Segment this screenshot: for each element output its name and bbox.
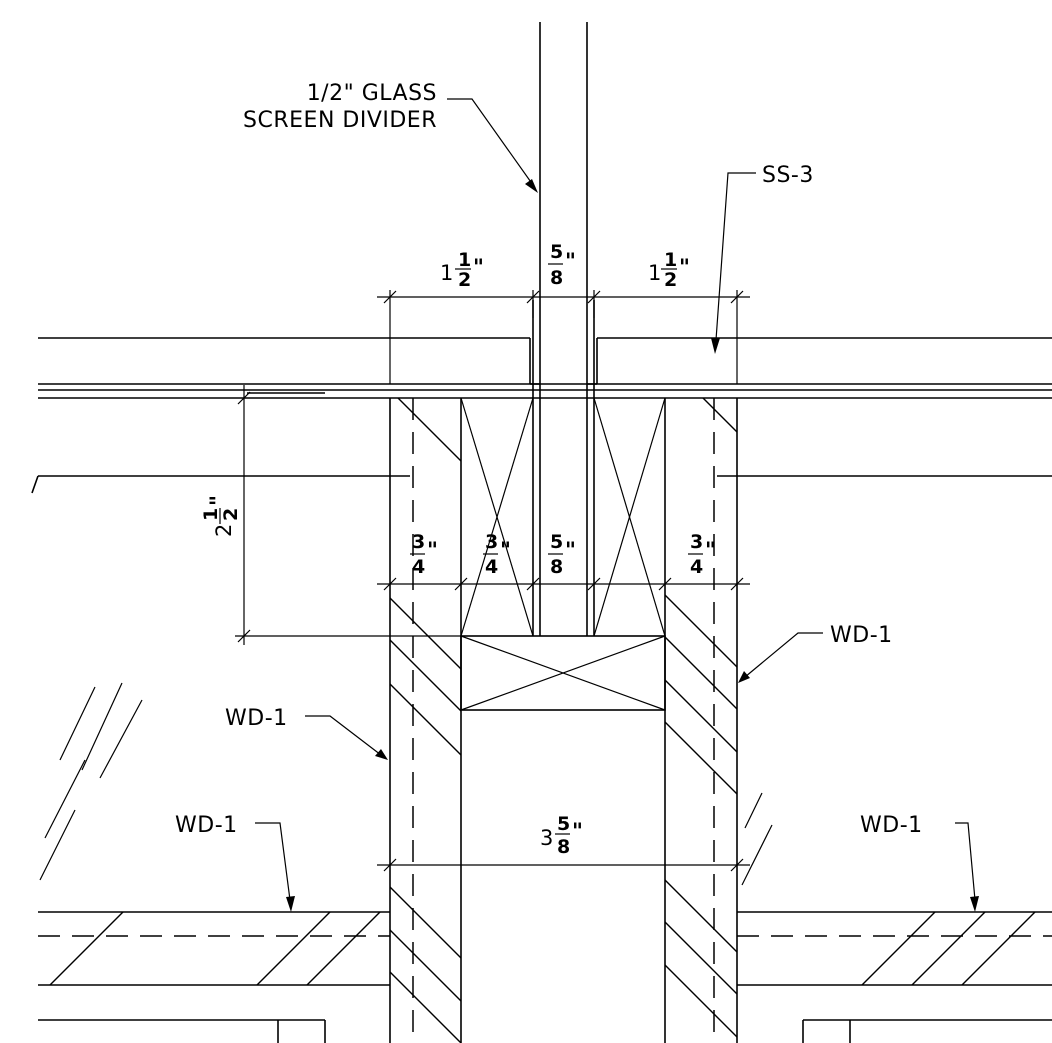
glass-label-line2: SCREEN DIVIDER bbox=[243, 108, 437, 133]
dim-mid-3-den: 8 bbox=[550, 556, 563, 578]
dim-bottom-unit: " bbox=[572, 819, 583, 843]
ss3-top-panel bbox=[38, 337, 1052, 399]
wd1-right-upper-leader bbox=[738, 632, 823, 683]
dim-top-left-whole: 1 bbox=[440, 261, 453, 285]
dim-top-left-den: 2 bbox=[458, 269, 471, 291]
dim-top-left: 1 1 2 " bbox=[440, 249, 484, 291]
dim-top-mid-den: 8 bbox=[550, 267, 563, 289]
dim-vertical-den: 2 bbox=[220, 508, 242, 521]
dim-vertical-unit: " bbox=[206, 495, 230, 506]
dim-top-right-num: 1 bbox=[664, 249, 677, 271]
wd1-left-mid-leader bbox=[305, 715, 388, 760]
dim-mid-2-num: 3 bbox=[485, 531, 498, 553]
middle-dimension-line bbox=[377, 577, 750, 591]
dim-mid-1: 3 4 " bbox=[410, 531, 438, 578]
dim-vertical-num: 1 bbox=[200, 508, 222, 521]
dim-top-right: 1 1 2 " bbox=[648, 249, 690, 291]
vertical-dimension-line bbox=[235, 385, 461, 645]
dim-mid-1-num: 3 bbox=[412, 531, 425, 553]
wd1-left-mid-label: WD-1 bbox=[225, 706, 288, 731]
wd1-right-upper-label: WD-1 bbox=[830, 623, 893, 648]
wd1-right-lower-label: WD-1 bbox=[860, 813, 923, 838]
glass-reflection-marks bbox=[39, 682, 773, 886]
dim-mid-2-den: 4 bbox=[485, 556, 498, 578]
ss3-label: SS-3 bbox=[762, 163, 814, 188]
dim-bottom-den: 8 bbox=[557, 836, 570, 858]
blocking-members bbox=[460, 397, 666, 711]
side-panels bbox=[31, 392, 1052, 494]
dim-mid-3: 5 8 " bbox=[548, 531, 576, 578]
glass-screen-divider bbox=[532, 22, 595, 636]
dim-top-left-num: 1 bbox=[458, 249, 471, 271]
wd1-left-lower-label: WD-1 bbox=[175, 813, 238, 838]
left-bottom-shelf bbox=[38, 911, 390, 1043]
dim-bottom: 3 5 8 " bbox=[540, 813, 583, 858]
dim-top-mid: 5 8 " bbox=[548, 241, 576, 289]
wd1-left-lower-leader bbox=[255, 822, 295, 912]
dim-mid-1-den: 4 bbox=[412, 556, 425, 578]
glass-label-line1: 1/2" GLASS bbox=[307, 81, 437, 106]
dim-vertical-whole: 2 bbox=[212, 524, 236, 537]
dim-mid-2: 3 4 " bbox=[483, 531, 511, 578]
glass-leader bbox=[447, 98, 538, 193]
top-dimension-line bbox=[377, 290, 750, 384]
dim-top-left-unit: " bbox=[473, 255, 484, 279]
ss3-leader bbox=[711, 172, 756, 354]
wd1-right-lower-leader bbox=[955, 822, 979, 912]
right-wd1-board bbox=[664, 397, 738, 1043]
bottom-dimension-line bbox=[377, 858, 750, 872]
dim-top-mid-num: 5 bbox=[550, 241, 563, 263]
dim-top-right-whole: 1 bbox=[648, 261, 661, 285]
dim-mid-4-den: 4 bbox=[690, 556, 703, 578]
dim-top-right-den: 2 bbox=[664, 269, 677, 291]
dim-mid-2-unit: " bbox=[500, 538, 511, 562]
dim-mid-4-unit: " bbox=[705, 538, 716, 562]
dim-mid-4: 3 4 " bbox=[688, 531, 716, 578]
dim-bottom-num: 5 bbox=[557, 813, 570, 835]
dim-top-mid-unit: " bbox=[565, 249, 576, 273]
dim-top-right-unit: " bbox=[679, 255, 690, 279]
dim-mid-1-unit: " bbox=[427, 538, 438, 562]
dim-mid-3-num: 5 bbox=[550, 531, 563, 553]
dim-vertical: 2 1 2 " bbox=[200, 495, 242, 537]
right-bottom-shelf bbox=[737, 911, 1052, 1043]
dim-mid-3-unit: " bbox=[565, 538, 576, 562]
left-wd1-board bbox=[389, 397, 462, 1043]
dim-bottom-whole: 3 bbox=[540, 826, 553, 850]
dim-mid-4-num: 3 bbox=[690, 531, 703, 553]
